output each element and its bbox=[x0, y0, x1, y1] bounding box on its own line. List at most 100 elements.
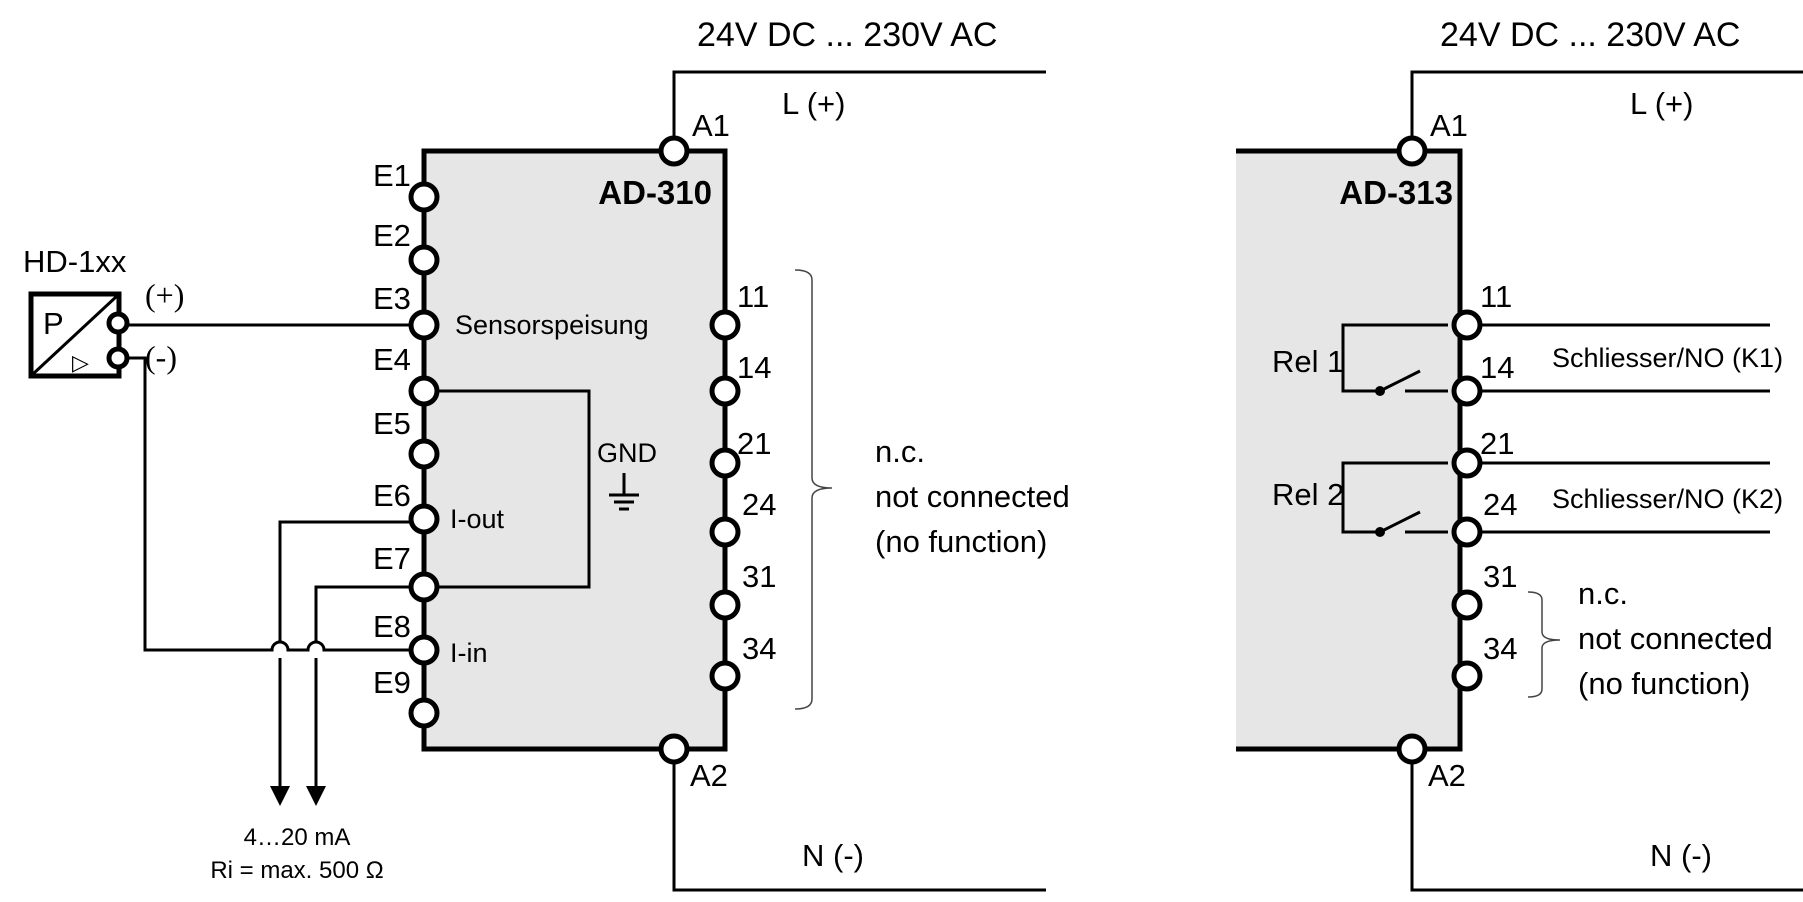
terminal-a1-label-2: A1 bbox=[1430, 108, 1468, 143]
terminal-e9[interactable] bbox=[408, 697, 440, 729]
terminal-34-2[interactable] bbox=[1451, 660, 1483, 692]
sensor-hd1xx: HD-1xx P ▷ (+) (-) bbox=[23, 244, 184, 379]
terminal-11[interactable] bbox=[709, 309, 741, 341]
supply-line-l bbox=[672, 70, 1046, 151]
supply-line-label-2: L (+) bbox=[1630, 86, 1693, 121]
sensor-terminal-plus[interactable] bbox=[106, 311, 130, 335]
sensor-supply-label: Sensorspeisung bbox=[455, 310, 649, 340]
terminal-a2-2[interactable] bbox=[1396, 733, 1428, 765]
nc-description-2: not connected bbox=[1578, 621, 1773, 656]
ad313-housing bbox=[1236, 151, 1460, 749]
current-out-label: I-out bbox=[450, 504, 505, 534]
sensor-terminal-minus[interactable] bbox=[106, 346, 130, 370]
sensor-plus-label: (+) bbox=[145, 277, 184, 313]
terminal-e7[interactable] bbox=[408, 571, 440, 603]
gnd-label: GND bbox=[597, 438, 657, 468]
terminal-e6-label: E6 bbox=[373, 478, 411, 513]
nc-brace bbox=[794, 269, 833, 710]
terminal-e8[interactable] bbox=[408, 634, 440, 666]
terminal-34-label-2: 34 bbox=[1483, 631, 1517, 666]
terminal-e3-label: E3 bbox=[373, 281, 411, 316]
relay-1-wire bbox=[1341, 323, 1448, 393]
arrow-down-icon bbox=[306, 786, 326, 806]
terminal-11-label-2: 11 bbox=[1480, 279, 1512, 314]
terminal-14-2[interactable] bbox=[1451, 375, 1483, 407]
supply-line-n-2 bbox=[1410, 762, 1803, 892]
sensor-diagonal bbox=[31, 294, 119, 376]
ad313-block: 24V DC ... 230V AC L (+) AD-313 A1 A2 N … bbox=[1236, 16, 1803, 892]
terminal-31-2[interactable] bbox=[1451, 589, 1483, 621]
relay-2: Rel 2 bbox=[1272, 461, 1448, 537]
terminal-e4[interactable] bbox=[408, 375, 440, 407]
contact-k2-label: Schliesser/NO (K2) bbox=[1552, 484, 1783, 514]
arrow-down-icon bbox=[270, 786, 290, 806]
sensor-name: HD-1xx bbox=[23, 244, 127, 279]
sensor-minus-label: (-) bbox=[145, 339, 177, 375]
terminal-e3[interactable] bbox=[408, 309, 440, 341]
terminal-14-label-2: 14 bbox=[1480, 350, 1514, 385]
supply-voltage-label: 24V DC ... 230V AC bbox=[697, 16, 998, 54]
ad310-title: AD-310 bbox=[598, 174, 712, 211]
terminal-e4-label: E4 bbox=[373, 342, 411, 377]
nc-brace-2 bbox=[1527, 591, 1561, 698]
terminal-31[interactable] bbox=[709, 589, 741, 621]
terminal-a1[interactable] bbox=[658, 135, 690, 167]
ground-icon bbox=[609, 473, 639, 511]
neutral-label: N (-) bbox=[802, 838, 864, 873]
terminal-e5-label: E5 bbox=[373, 406, 411, 441]
nc-label: n.c. bbox=[875, 434, 925, 469]
terminal-e6[interactable] bbox=[408, 503, 440, 535]
input-terminals: E1 E2 E3 E4 E5 E6 E7 E8 E9 bbox=[373, 158, 440, 729]
output-terminals: 11 14 21 24 31 34 bbox=[709, 279, 776, 692]
terminal-14[interactable] bbox=[709, 375, 741, 407]
terminal-a2[interactable] bbox=[658, 733, 690, 765]
terminal-a2-label: A2 bbox=[690, 758, 728, 793]
terminal-a2-label-2: A2 bbox=[1428, 758, 1466, 793]
nc-no-function-2: (no function) bbox=[1578, 666, 1750, 701]
current-range-label: 4…20 mA bbox=[244, 824, 351, 851]
contact-k1-label: Schliesser/NO (K1) bbox=[1552, 343, 1783, 373]
supply-line-label: L (+) bbox=[782, 86, 845, 121]
terminal-e5[interactable] bbox=[408, 438, 440, 470]
nc-label-2: n.c. bbox=[1578, 576, 1628, 611]
neutral-label-2: N (-) bbox=[1650, 838, 1712, 873]
terminal-21-label-2: 21 bbox=[1480, 426, 1514, 461]
supply-line-l-2 bbox=[1410, 70, 1803, 151]
terminal-34-label: 34 bbox=[742, 631, 776, 666]
terminal-24[interactable] bbox=[709, 516, 741, 548]
terminal-24-label-2: 24 bbox=[1483, 487, 1517, 522]
terminal-21-label: 21 bbox=[737, 426, 771, 461]
switch-icon bbox=[1379, 369, 1421, 393]
gnd-bridge-wire bbox=[437, 389, 591, 589]
terminal-34[interactable] bbox=[709, 660, 741, 692]
wire-e7-gnd-out bbox=[314, 585, 411, 788]
load-resistance-label: Ri = max. 500 Ω bbox=[210, 857, 383, 884]
relay-1: Rel 1 bbox=[1272, 323, 1448, 396]
terminal-21[interactable] bbox=[709, 447, 741, 479]
terminal-21-2[interactable] bbox=[1451, 447, 1483, 479]
terminal-a1-label: A1 bbox=[692, 108, 730, 143]
switch-icon bbox=[1379, 510, 1421, 534]
ad313-title: AD-313 bbox=[1339, 174, 1453, 211]
terminal-31-label-2: 31 bbox=[1483, 559, 1517, 594]
output-terminals-2: 11 14 21 24 31 34 bbox=[1451, 279, 1517, 692]
current-in-label: I-in bbox=[450, 638, 488, 668]
terminal-e9-label: E9 bbox=[373, 665, 411, 700]
terminal-e7-label: E7 bbox=[373, 541, 411, 576]
terminal-e2[interactable] bbox=[408, 244, 440, 276]
terminal-31-label: 31 bbox=[742, 559, 776, 594]
ad310-block: 24V DC ... 230V AC L (+) AD-310 A1 A2 N … bbox=[373, 16, 1070, 892]
relay-2-label: Rel 2 bbox=[1272, 477, 1344, 512]
terminal-24-label: 24 bbox=[742, 487, 776, 522]
terminal-14-label: 14 bbox=[737, 350, 771, 385]
terminal-24-2[interactable] bbox=[1451, 516, 1483, 548]
terminal-e2-label: E2 bbox=[373, 218, 411, 253]
terminal-11-2[interactable] bbox=[1451, 309, 1483, 341]
terminal-a1-2[interactable] bbox=[1396, 135, 1428, 167]
terminal-e8-label: E8 bbox=[373, 609, 411, 644]
terminal-e1[interactable] bbox=[408, 181, 440, 213]
terminal-e1-label: E1 bbox=[373, 158, 411, 193]
ad310-housing bbox=[421, 148, 728, 752]
relay-1-label: Rel 1 bbox=[1272, 344, 1344, 379]
